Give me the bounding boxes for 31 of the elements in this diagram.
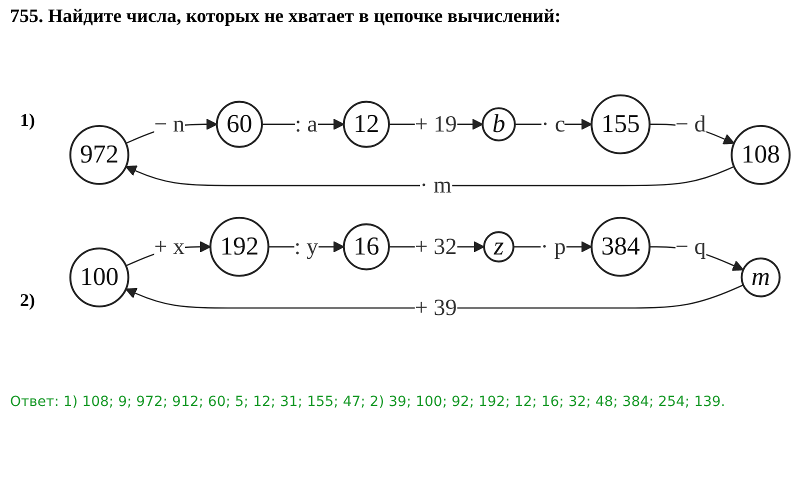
edge-label: + 39 — [414, 294, 457, 320]
edge-label: + 19 — [414, 110, 457, 136]
edge-label: + 32 — [414, 232, 457, 259]
node-circle — [69, 124, 130, 185]
node-circle — [483, 230, 514, 262]
node-circle — [730, 124, 791, 185]
answer-text: Ответ: 1) 108; 9; 972; 912; 60; 5; 12; 31; 155; 47; 2) 39; 100; 92; 192; 12; 16; 32; 48; 384; 254; 139. — [10, 394, 726, 410]
edge-label: · c — [541, 110, 566, 136]
node-circle — [209, 216, 270, 276]
edge-label: − d — [675, 110, 706, 136]
node-circle — [342, 100, 390, 148]
edge-label: · m — [420, 172, 452, 198]
edge-label: : y — [294, 232, 318, 259]
node-circle — [216, 100, 263, 148]
title: 755. Найдите числа, которых не хватает в цепочке вычислений: — [10, 6, 562, 28]
node-circle — [69, 247, 130, 308]
edge-label: : a — [294, 110, 318, 136]
node-circle — [482, 106, 516, 142]
node-circle — [590, 216, 651, 276]
node-circle — [342, 222, 390, 270]
arrow — [125, 165, 734, 186]
calculation-chain-diagram: − n : a + 19 · c − d · m + x : y + 32 · p − q + 39 972 60 12 b 155 108 100 192 16 z 384 m — [60, 84, 800, 336]
node-circle — [590, 94, 651, 154]
part-number: 1) — [20, 110, 36, 130]
arrow — [125, 284, 744, 308]
edge-label: · p — [540, 232, 566, 259]
edge-label: + x — [154, 232, 185, 259]
part-number: 2) — [20, 290, 36, 310]
edge-label: − q — [675, 232, 706, 259]
node-circle — [740, 257, 781, 297]
edge-label: − n — [154, 110, 185, 136]
